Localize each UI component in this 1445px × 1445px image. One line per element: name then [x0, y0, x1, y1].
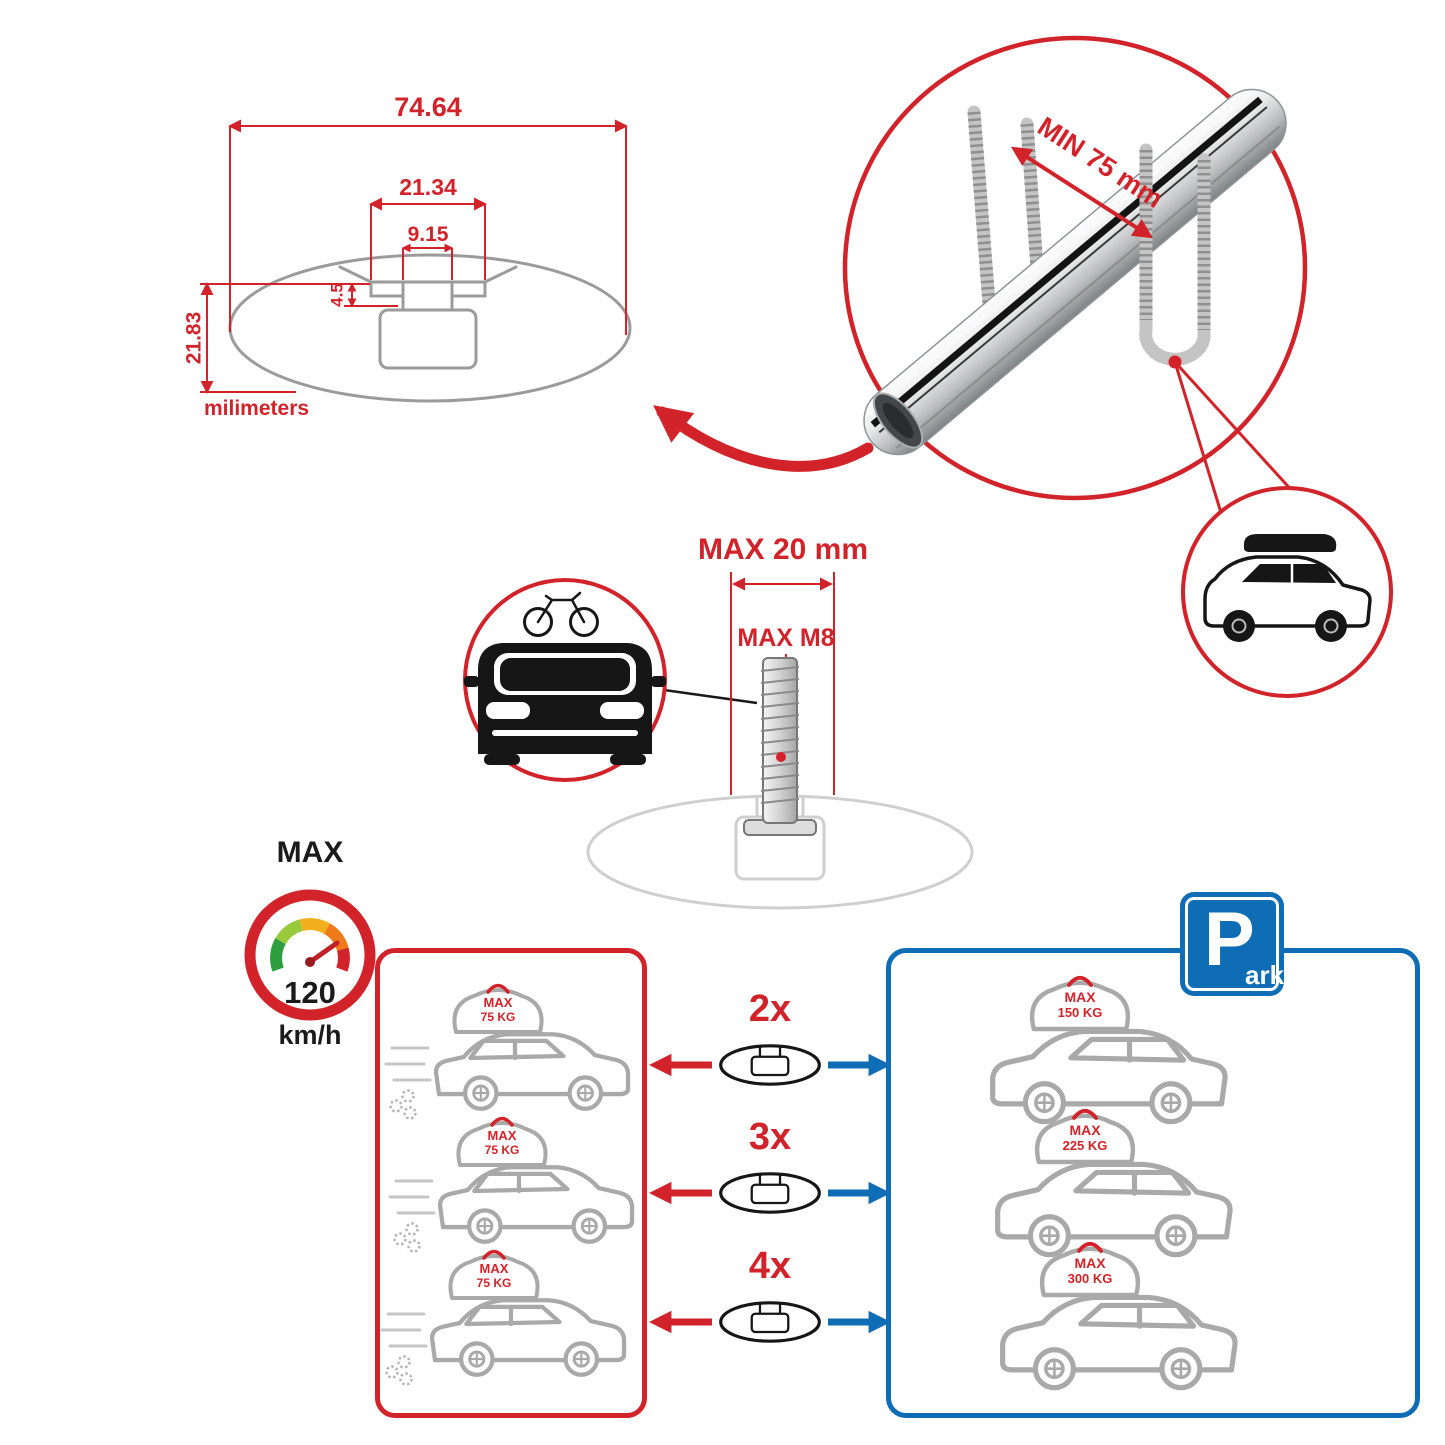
- speedometer-needle: [307, 940, 340, 965]
- speed-value: 120: [284, 975, 336, 1010]
- dim-width-total: 74.64: [394, 92, 462, 122]
- park-sign-border: P ark: [1185, 897, 1284, 991]
- park-sign: P ark: [1180, 892, 1284, 996]
- park-letter: P: [1204, 897, 1255, 982]
- bike-icon: [523, 591, 599, 637]
- bag-max-label: MAX: [1074, 1255, 1106, 1271]
- speed-max-label: MAX: [276, 836, 344, 869]
- car-front-icon: [464, 643, 666, 765]
- bar-count-3x: 3x: [748, 1116, 792, 1158]
- speed-unit: km/h: [278, 1020, 342, 1050]
- park-suffix: ark: [1245, 960, 1285, 990]
- bag-max-label: MAX: [483, 995, 513, 1010]
- suv-roofbox-circle: [1181, 486, 1393, 698]
- crossbar-detail-circle: [842, 35, 1308, 501]
- bag-max-label: MAX: [479, 1261, 509, 1276]
- bar-count-4x: 4x: [748, 1245, 792, 1287]
- dim-width-top: 21.34: [399, 174, 457, 200]
- bar-count-2x: 2x: [748, 988, 792, 1030]
- dim-height-total: 21.83: [182, 311, 206, 365]
- motion-lines: [380, 1312, 428, 1348]
- callout-dot: [776, 752, 786, 762]
- suv-roofbox-icon: [1203, 534, 1372, 642]
- max-thread-label: MAX M8: [737, 624, 835, 652]
- exhaust-puffs: [389, 1089, 417, 1120]
- crossbar-profile-icon: [719, 1172, 821, 1214]
- motion-lines: [388, 1179, 436, 1215]
- callout-lines: [1173, 360, 1297, 517]
- bike-car-circle: [463, 578, 758, 782]
- dim-lip-depth: 4.5: [327, 283, 347, 307]
- aluminum-bar: [863, 88, 1287, 456]
- cross-section-drawing: [200, 119, 632, 403]
- bag-max-label: MAX: [1069, 1122, 1101, 1138]
- bag-weight-label: 75 KG: [480, 1010, 516, 1024]
- leader-line: [663, 688, 758, 705]
- exhaust-puffs: [385, 1355, 413, 1386]
- bag-weight-label: 75 KG: [484, 1143, 520, 1157]
- bag-max-label: MAX: [487, 1128, 517, 1143]
- parked-load-panel: [886, 948, 1420, 1418]
- speedometer-icon: [244, 889, 376, 1021]
- bolt-icon: [743, 657, 817, 836]
- dim-slot-width: 9.15: [407, 223, 449, 246]
- bar-count-rows: [649, 1044, 891, 1343]
- bag-weight-label: 150 KG: [1057, 1005, 1103, 1020]
- crossbar-profile-icon: [719, 1044, 821, 1086]
- swoosh-arrow-icon: [653, 405, 874, 472]
- min-clearance-arrow: [1010, 146, 1154, 239]
- unit-label: milimeters: [204, 397, 310, 420]
- exhaust-puffs: [393, 1222, 421, 1253]
- motion-lines: [384, 1046, 432, 1082]
- driving-load-panel: [375, 948, 647, 1418]
- crossbar-profile-icon: [719, 1301, 821, 1343]
- bag-weight-label: 75 KG: [476, 1276, 512, 1290]
- crossbar-profile-outline: [228, 253, 632, 403]
- dynamic-load-cars: [380, 983, 632, 1386]
- bag-weight-label: 225 KG: [1062, 1138, 1108, 1153]
- bolt-diagram: [586, 572, 974, 910]
- dimension-lines: [200, 119, 628, 394]
- bag-weight-label: 300 KG: [1067, 1271, 1113, 1286]
- bag-max-label: MAX: [1064, 989, 1096, 1005]
- max-bolt-length-label: MAX 20 mm: [697, 533, 869, 566]
